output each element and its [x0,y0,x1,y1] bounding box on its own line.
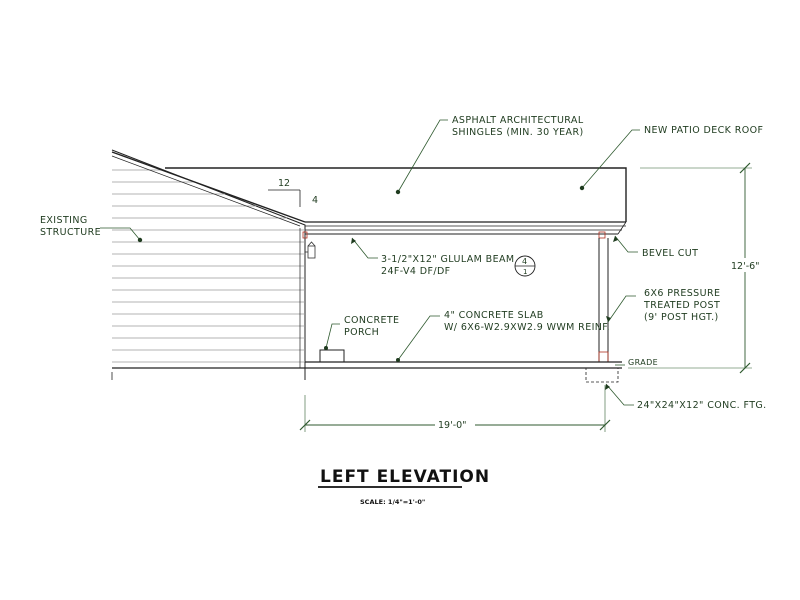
grade-note: GRADE [628,358,658,367]
detail-callout-sheet: 1 [523,268,527,276]
slab-note-line1: 4" CONCRETE SLAB [444,310,544,321]
shingles-note-line2: SHINGLES (MIN. 30 YEAR) [452,127,584,138]
existing-note-line2: STRUCTURE [40,227,101,238]
drawing-title-block: LEFT ELEVATION SCALE: 1/4"=1'-0" [318,467,490,506]
house-siding [112,169,305,363]
wall-lantern-icon [305,241,316,259]
beam-end-marker [302,231,308,239]
roof-pitch-symbol: 12 4 [268,178,318,207]
porch-note-line1: CONCRETE [344,315,399,326]
leader-arrows [351,236,618,390]
concrete-footing [585,367,619,383]
beam-post-marker [598,231,606,239]
post-note-line2: TREATED POST [643,300,720,311]
post-note-line3: (9' POST HGT.) [644,312,719,323]
bevel-note: BEVEL CUT [642,248,698,259]
beam-note-line2: 24F-V4 DF/DF [381,266,451,277]
footing-note: 24"X24"X12" CONC. FTG. [637,400,767,411]
height-dimension-text: 12'-6" [731,261,760,272]
leader-lines [100,119,640,406]
pitch-rise: 4 [312,195,318,206]
detail-callout-number: 4 [522,257,527,266]
concrete-porch [319,349,345,363]
width-dimension: 19'-0" [299,385,611,432]
drawing-title: LEFT ELEVATION [320,467,490,487]
height-dimension: 12'-6" [628,162,762,374]
patio-roof [165,167,627,235]
width-dimension-text: 19'-0" [438,420,467,431]
treated-post [598,238,609,363]
porch-note-line2: PORCH [344,327,379,338]
drawing-scale: SCALE: 1/4"=1'-0" [360,498,425,506]
post-note-line1: 6X6 PRESSURE [644,288,720,299]
pitch-run: 12 [278,178,290,189]
shingles-note-line1: ASPHALT ARCHITECTURAL [452,115,584,126]
leader-dots [137,185,585,362]
concrete-slab [111,361,622,380]
beam-note-line1: 3-1/2"X12" GLULAM BEAM [381,254,515,265]
roof-note: NEW PATIO DECK ROOF [644,125,763,136]
existing-note-line1: EXISTING [40,215,88,226]
detail-callout-icon: 4 1 [514,255,536,277]
existing-structure [111,149,316,369]
slab-note-line2: W/ 6X6-W2.9XW2.9 WWM REINF. [444,322,610,333]
